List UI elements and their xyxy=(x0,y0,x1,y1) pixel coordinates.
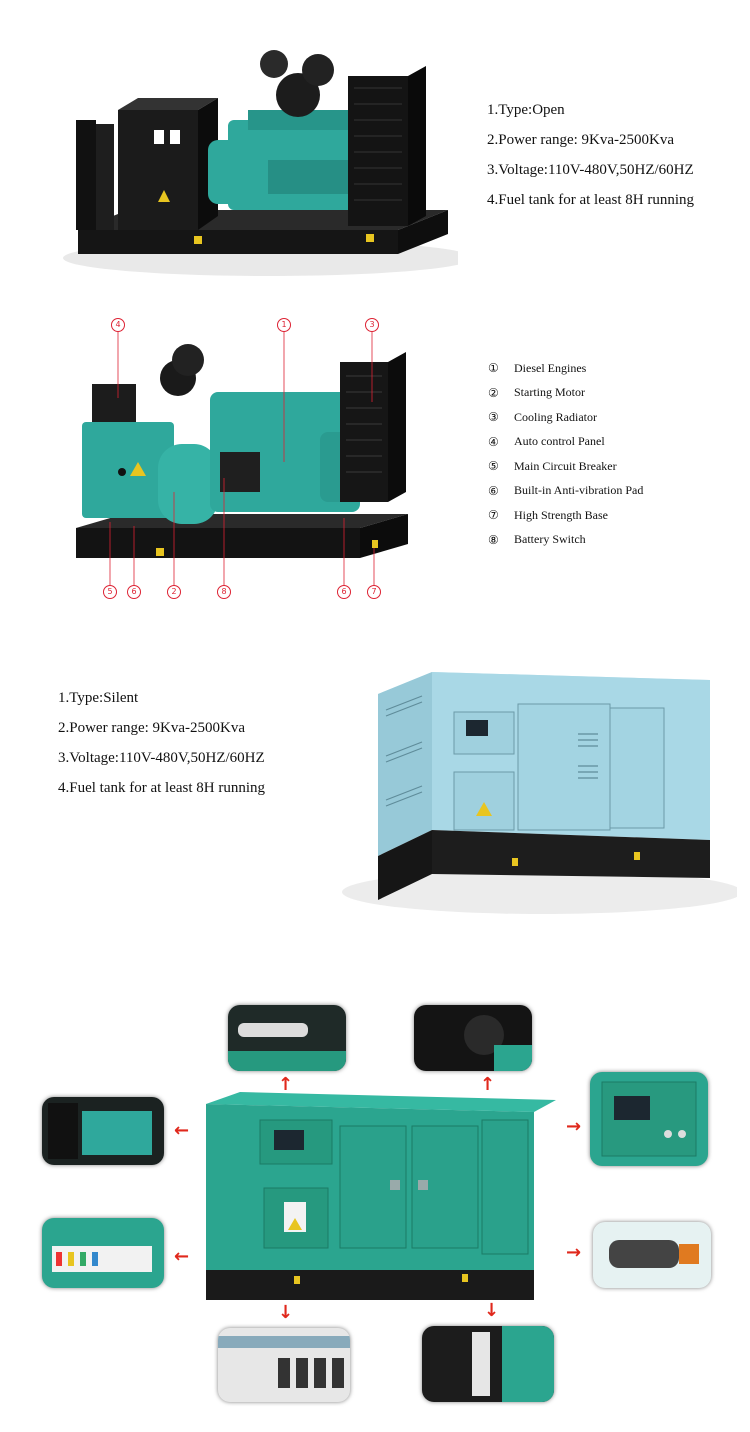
arrow-left-icon: ← xyxy=(174,1246,190,1267)
legend-number: ① xyxy=(488,361,499,376)
arrow-down-icon: ↓ xyxy=(484,1300,500,1321)
canopy-generator-image xyxy=(200,1090,570,1330)
callout-8: 8 xyxy=(217,585,231,599)
callout-7: 7 xyxy=(367,585,381,599)
open-spec-power: 2.Power range: 9Kva-2500Kva xyxy=(487,132,675,148)
legend-label: Starting Motor xyxy=(514,385,585,400)
callout-6-right: 6 xyxy=(337,585,351,599)
silent-generator-image xyxy=(342,660,742,920)
detail-thumb-control-panel xyxy=(590,1072,708,1166)
legend-number: ⑥ xyxy=(488,483,499,498)
detail-thumb-fuel xyxy=(422,1326,554,1402)
open-spec-list: 1.Type:Open 2.Power range: 9Kva-2500Kva … xyxy=(487,95,694,215)
legend-item: ⑤ Main Circuit Breaker xyxy=(488,454,643,479)
arrow-left-icon: ← xyxy=(174,1120,190,1141)
detail-thumb-breakers xyxy=(218,1328,350,1402)
legend-item: ⑦ High Strength Base xyxy=(488,503,643,528)
legend-label: Diesel Engines xyxy=(514,360,587,375)
detail-thumb-light xyxy=(228,1005,346,1071)
legend-item: ③ Cooling Radiator xyxy=(488,405,643,430)
legend-number: ④ xyxy=(488,434,499,449)
arrow-down-icon: ↓ xyxy=(278,1302,294,1323)
legend-item: ⑥ Built-in Anti-vibration Pad xyxy=(488,479,643,504)
legend-item: ① Diesel Engines xyxy=(488,356,643,381)
legend-label: Main Circuit Breaker xyxy=(514,458,617,473)
legend-label: Auto control Panel xyxy=(514,434,605,449)
legend-number: ② xyxy=(488,385,499,400)
callout-1: 1 xyxy=(277,318,291,332)
legend-item: ⑧ Battery Switch xyxy=(488,528,643,553)
silent-spec-type: 1.Type:Silent xyxy=(58,690,139,706)
component-diagram: 4 1 3 5 6 2 8 6 7 xyxy=(70,312,420,602)
component-legend: ① Diesel Engines ② Starting Motor ③ Cooling… xyxy=(488,356,643,552)
open-generator-image xyxy=(48,40,473,280)
open-spec-voltage: 3.Voltage:110V-480V,50HZ/60HZ xyxy=(487,162,694,178)
legend-label: Cooling Radiator xyxy=(514,409,597,424)
detail-thumb-engine-side xyxy=(42,1097,164,1165)
silent-spec-fuel: 4.Fuel tank for at least 8H running xyxy=(58,780,266,796)
legend-item: ④ Auto control Panel xyxy=(488,430,643,455)
legend-number: ③ xyxy=(488,410,499,425)
legend-number: ⑤ xyxy=(488,459,499,474)
legend-label: High Strength Base xyxy=(514,507,608,522)
legend-label: Battery Switch xyxy=(514,532,586,547)
callout-2: 2 xyxy=(167,585,181,599)
detail-thumb-wiring xyxy=(42,1218,164,1288)
arrow-right-icon: → xyxy=(566,1116,582,1137)
open-spec-fuel: 4.Fuel tank for at least 8H running xyxy=(487,192,695,208)
callout-5: 5 xyxy=(103,585,117,599)
legend-label: Built-in Anti-vibration Pad xyxy=(514,483,644,498)
arrow-up-icon: ↑ xyxy=(278,1074,294,1095)
callout-4: 4 xyxy=(111,318,125,332)
silent-spec-voltage: 3.Voltage:110V-480V,50HZ/60HZ xyxy=(58,750,265,766)
arrow-up-icon: ↑ xyxy=(480,1074,496,1095)
open-spec-type: 1.Type:Open xyxy=(487,102,565,118)
legend-number: ⑧ xyxy=(488,532,499,547)
legend-number: ⑦ xyxy=(488,508,499,523)
legend-item: ② Starting Motor xyxy=(488,381,643,406)
callout-6-left: 6 xyxy=(127,585,141,599)
silent-spec-list: 1.Type:Silent 2.Power range: 9Kva-2500Kv… xyxy=(58,683,265,803)
arrow-right-icon: → xyxy=(566,1242,582,1263)
detail-thumb-starter xyxy=(593,1222,711,1288)
detail-thumb-engine-top xyxy=(414,1005,532,1071)
silent-spec-power: 2.Power range: 9Kva-2500Kva xyxy=(58,720,246,736)
callout-3: 3 xyxy=(365,318,379,332)
